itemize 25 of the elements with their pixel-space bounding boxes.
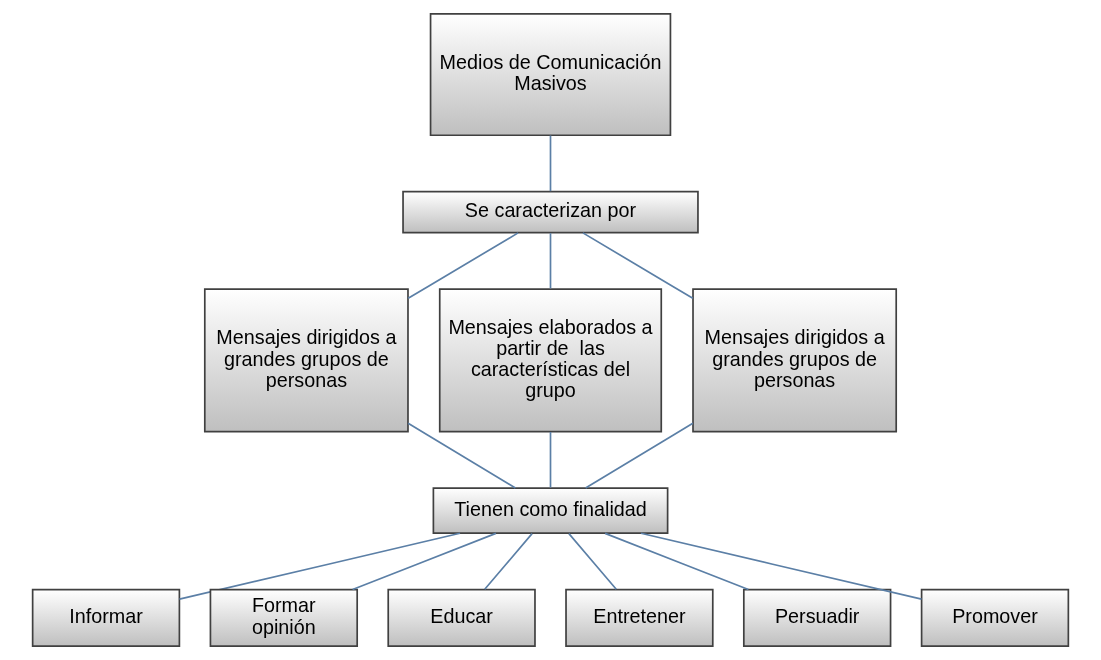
node-box: Se caracterizan por: [402, 190, 699, 234]
node-box: Mensajes dirigidos a grandes grupos de personas: [203, 288, 409, 433]
connector: [604, 532, 750, 591]
node-box: Mensajes elaborados a partir de las características del grupo: [438, 288, 663, 433]
connector: [549, 232, 552, 290]
connector: [549, 431, 552, 489]
node-box: Persuadir: [742, 588, 892, 647]
connector: [584, 422, 694, 489]
node-box: Mensajes dirigidos a grandes grupos de personas: [692, 288, 898, 433]
connector: [483, 532, 533, 591]
node-box: Informar: [31, 588, 181, 647]
node-box: Educar: [387, 588, 536, 647]
node-box: Medios de Comunicación Masivos: [429, 13, 672, 137]
connector: [568, 532, 618, 591]
node-box: Formar opinión: [209, 588, 359, 647]
connector: [640, 532, 923, 601]
node-box: Promover: [920, 588, 1070, 647]
connector: [178, 532, 461, 601]
node-box: Tienen como finalidad: [432, 487, 669, 535]
connector: [407, 232, 519, 300]
connector: [407, 422, 517, 489]
connector: [549, 134, 552, 193]
connector: [351, 532, 497, 591]
connector: [582, 232, 694, 300]
node-box: Entretener: [565, 588, 714, 647]
